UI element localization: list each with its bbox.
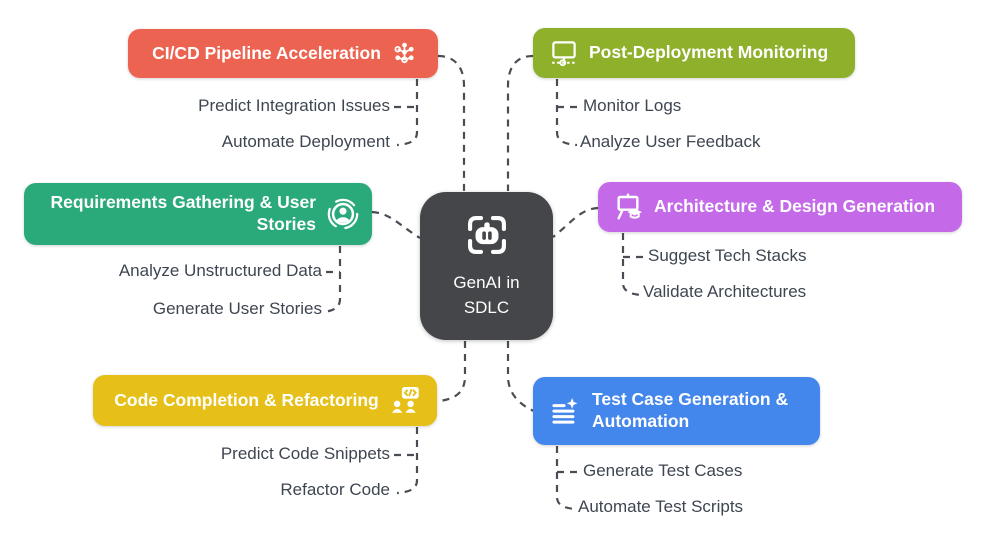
link-req-center bbox=[371, 210, 421, 239]
leaf-analyze-user-feedback: Analyze User Feedback bbox=[580, 132, 761, 151]
link-cicd-center bbox=[437, 54, 466, 191]
code-people-icon bbox=[389, 385, 420, 416]
leaf-predict-integration-issues: Predict Integration Issues bbox=[198, 96, 390, 115]
leaf-monitor-logs: Monitor Logs bbox=[583, 96, 682, 115]
list-sparkle-icon bbox=[549, 395, 582, 428]
center-node-genai-in-sdlc: GenAI in SDLC bbox=[420, 192, 553, 340]
branch-architecture-design-generation: Architecture & Design Generation bbox=[598, 182, 962, 232]
robot-scan-icon bbox=[458, 206, 516, 269]
link-code-center bbox=[438, 341, 467, 403]
link-cicd-leaves bbox=[396, 79, 419, 147]
network-icon bbox=[391, 40, 418, 67]
link-req-leaves bbox=[322, 246, 342, 314]
branch-requirements-gathering-user-stories: Requirements Gathering & User Stories bbox=[24, 183, 372, 245]
leaf-generate-test-cases: Generate Test Cases bbox=[583, 461, 743, 480]
link-arch-center bbox=[552, 206, 599, 238]
monitor-icon bbox=[549, 38, 579, 68]
branch-label: Test Case Generation & Automation bbox=[592, 389, 789, 431]
leaf-predict-code-snippets: Predict Code Snippets bbox=[220, 444, 390, 463]
branch-test-case-generation-automation: Test Case Generation & Automation bbox=[533, 377, 820, 445]
link-code-leaves bbox=[396, 427, 419, 495]
leaf-automate-test-scripts: Automate Test Scripts bbox=[578, 497, 744, 516]
branch-cicd-pipeline-acceleration: CI/CD Pipeline Acceleration bbox=[128, 29, 438, 78]
branch-label: CI/CD Pipeline Acceleration bbox=[152, 42, 381, 63]
link-arch-leaves bbox=[621, 233, 642, 297]
link-test-leaves bbox=[555, 446, 576, 511]
link-test-center bbox=[506, 341, 535, 413]
branch-post-deployment-monitoring: Post-Deployment Monitoring bbox=[533, 28, 855, 78]
user-circle-icon bbox=[326, 197, 360, 231]
center-node-label: GenAI in SDLC bbox=[453, 273, 520, 317]
easel-icon bbox=[612, 191, 644, 223]
branch-code-completion-refactoring: Code Completion & Refactoring bbox=[93, 375, 437, 426]
branch-label: Architecture & Design Generation bbox=[654, 196, 936, 217]
branch-label: Post-Deployment Monitoring bbox=[589, 42, 829, 63]
branch-label: Code Completion & Refactoring bbox=[114, 389, 379, 410]
leaf-automate-deployment: Automate Deployment bbox=[221, 132, 390, 151]
branch-label: Requirements Gathering & User Stories bbox=[50, 192, 316, 234]
leaf-analyze-unstructured-data: Analyze Unstructured Data bbox=[118, 261, 322, 280]
leaf-validate-architectures: Validate Architectures bbox=[643, 282, 807, 301]
link-post-leaves bbox=[555, 79, 578, 147]
leaf-generate-user-stories: Generate User Stories bbox=[152, 299, 322, 318]
leaf-suggest-tech-stacks: Suggest Tech Stacks bbox=[648, 246, 807, 265]
link-post-center bbox=[506, 54, 534, 191]
leaf-refactor-code: Refactor Code bbox=[280, 480, 390, 499]
